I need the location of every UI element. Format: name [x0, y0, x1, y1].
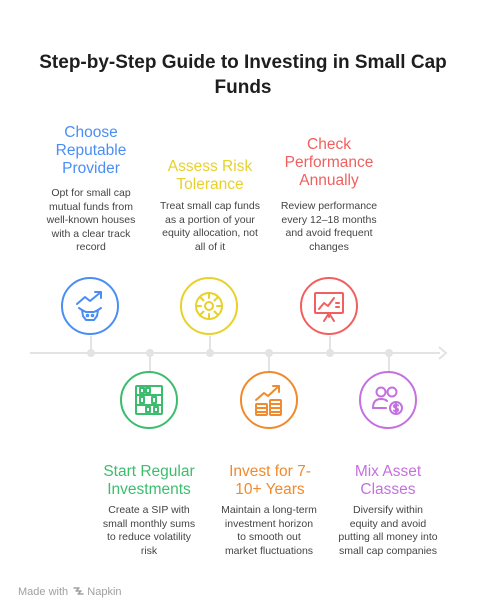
presentation-chart-icon — [314, 292, 344, 322]
footer-made-with: Made with — [18, 586, 69, 598]
step-6-description: Diversify within equity and avoid puttin… — [338, 504, 438, 557]
dial-gauge-icon — [195, 292, 223, 320]
step-3-description: Review performance every 12–18 months an… — [280, 200, 378, 253]
step-3-icon-circle — [300, 277, 358, 335]
connector-step-6 — [388, 352, 390, 372]
connector-step-5 — [268, 352, 270, 372]
step-3-title: Check Performance Annually — [284, 136, 374, 189]
step-6-title: Mix Asset Classes — [354, 463, 422, 498]
dot-step-1 — [87, 349, 95, 357]
dot-step-3 — [326, 349, 334, 357]
dot-step-6 — [385, 349, 393, 357]
dot-step-5 — [265, 349, 273, 357]
step-2-description: Treat small cap funds as a portion of yo… — [160, 200, 260, 253]
step-2-icon-circle — [180, 277, 238, 335]
timeline-line — [30, 352, 440, 354]
step-1-description: Opt for small cap mutual funds from well… — [46, 187, 136, 253]
step-6-icon-circle — [359, 371, 417, 429]
step-4-icon-circle — [120, 371, 178, 429]
step-2-title: Assess Risk Tolerance — [167, 158, 253, 193]
step-5-description: Maintain a long-term investment horizon … — [221, 504, 317, 557]
connector-step-3 — [329, 336, 331, 354]
step-5-title: Invest for 7-10+ Years — [229, 463, 311, 498]
bull-chart-icon — [76, 291, 102, 321]
people-dollar-icon — [372, 386, 403, 415]
napkin-logo-icon — [73, 587, 84, 595]
connector-step-4 — [149, 352, 151, 372]
page-title: Step-by-Step Guide to Investing in Small… — [39, 52, 447, 98]
footer-brand: Napkin — [87, 586, 122, 598]
step-1-title: Choose Reputable Provider — [55, 124, 127, 177]
step-4-description: Create a SIP with small monthly sums to … — [102, 504, 196, 557]
connector-step-1 — [90, 336, 92, 354]
dot-step-4 — [146, 349, 154, 357]
abacus-icon — [135, 385, 163, 415]
timeline-arrow-icon — [438, 346, 448, 360]
step-4-title: Start Regular Investments — [103, 463, 195, 498]
footer-watermark: Made with Napkin — [18, 586, 122, 598]
step-5-icon-circle — [240, 371, 298, 429]
step-1-icon-circle — [61, 277, 119, 335]
coins-growth-icon — [255, 385, 282, 416]
dot-step-2 — [206, 349, 214, 357]
connector-step-2 — [209, 336, 211, 354]
